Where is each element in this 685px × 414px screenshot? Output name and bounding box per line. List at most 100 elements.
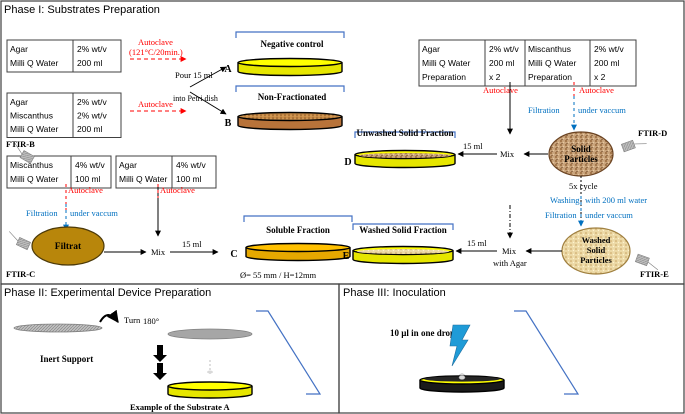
label-line: Particles <box>564 154 598 164</box>
table-cell-value: 2% wt/v <box>77 111 108 121</box>
plate-letter: E <box>343 251 350 262</box>
into-petri-label: into Petri dish <box>173 94 218 103</box>
plate-bracket <box>235 31 345 38</box>
table-cell-name: Miscanthus <box>10 160 53 170</box>
with-water-label: with 200 ml water <box>585 195 647 205</box>
table-cell-value: 200 ml <box>77 124 103 134</box>
ftir-b-arrow-icon <box>14 142 35 164</box>
mix-label-c: Mix <box>151 247 166 257</box>
table-cell-value: 2% wt/v <box>594 44 625 54</box>
ftir-d-arrow-icon <box>620 139 647 153</box>
phase3-panel <box>338 283 685 414</box>
autoclave-label-d: Autoclave <box>483 85 518 95</box>
autoclave-label-right: Autoclave <box>579 85 614 95</box>
autoclave-label-c: Autoclave <box>68 185 103 195</box>
under-vaccum-label-c: under vaccum <box>70 208 118 218</box>
table-cell-value: 2% wt/v <box>77 97 108 107</box>
plate-a: A Negative control <box>224 31 345 77</box>
table-cell-name: Milli Q Water <box>10 58 58 68</box>
falling-support-mini <box>207 370 213 374</box>
ml15-label-d: 15 ml <box>463 141 483 151</box>
table-frame <box>6 155 112 189</box>
plate-letter: A <box>224 64 232 75</box>
table-cell-name: Miscanthus <box>10 111 53 121</box>
label-line: Washed <box>582 235 611 245</box>
autoclave-condition: (121°C/20min.) <box>129 47 183 57</box>
label-line: Particles <box>580 255 612 265</box>
table-cell-value: 2% wt/v <box>77 44 108 54</box>
table-frame <box>115 155 217 189</box>
filtrat-ellipse <box>31 226 105 266</box>
mix-label-d: Mix <box>500 149 515 159</box>
plate-letter: B <box>225 118 232 129</box>
pour-arrow-a <box>189 66 227 88</box>
table-cell-value: 200 ml <box>77 58 103 68</box>
label-line: Solid <box>587 245 606 255</box>
table-cell-value: 100 ml <box>75 174 101 184</box>
plate-letter: D <box>344 157 351 168</box>
plate-title: Washed Solid Fraction <box>359 225 447 235</box>
table-cell-value: 100 ml <box>176 174 202 184</box>
table-cell-name: Milli Q Water <box>10 124 58 134</box>
plate-top <box>167 381 253 391</box>
example-substrate-label: Example of the Substrate A <box>130 402 231 412</box>
ftir-b-label: FTIR-B <box>6 139 35 149</box>
with-agar-label: with Agar <box>493 258 527 268</box>
plate-dimensions-label: Ø= 55 mm / H=12mm <box>240 270 317 280</box>
label-line: Filtrat <box>55 242 82 252</box>
autoclave-label-a: Autoclave <box>138 37 173 47</box>
plate-particles <box>359 153 451 158</box>
ftir-e-arrow-icon <box>634 253 659 271</box>
pour-arrow-b <box>189 91 227 115</box>
ml15-label-c: 15 ml <box>182 239 202 249</box>
turn-arrow-icon <box>99 309 119 323</box>
plate-bracket <box>235 85 345 92</box>
table-cell-value: 200 ml <box>594 58 620 68</box>
plate-bracket <box>354 131 456 138</box>
table-cell-value: x 2 <box>489 72 501 82</box>
table-cell-name: Preparation <box>422 72 466 82</box>
table-frame <box>6 39 122 73</box>
washing-label: Washing <box>550 195 580 205</box>
table-cell-name: Preparation <box>528 72 572 82</box>
mix-label-e: Mix <box>502 246 517 256</box>
filtrat-label: Filtrat <box>55 242 82 252</box>
autoclave-label-b: Autoclave <box>138 99 173 109</box>
plate-title: Negative control <box>260 39 324 49</box>
autoclave-label-agar: Autoclave <box>160 185 195 195</box>
label-line: Solid <box>571 144 591 154</box>
table-frame <box>6 92 122 138</box>
example-plate <box>167 381 253 399</box>
inoculation-bolt-icon <box>449 324 471 367</box>
cycle-label: 5x cycle <box>569 181 598 191</box>
table-cell-value: 4% wt/v <box>176 160 207 170</box>
plate-top <box>237 57 343 68</box>
table-cell-name: Milli Q Water <box>422 58 470 68</box>
phase1-title: Phase I: Substrates Preparation <box>4 4 160 16</box>
table-cell-name: Agar <box>119 160 137 170</box>
ml15-label-e: 15 ml <box>467 238 487 248</box>
phase3-bracket <box>514 310 580 395</box>
table-cell-value: x 2 <box>594 72 606 82</box>
filtration-label-right: Filtration <box>528 105 560 115</box>
turn-label: Turn <box>124 315 141 325</box>
plate-bracket <box>352 223 454 230</box>
inert-support-disc <box>13 323 103 333</box>
ftir-c-arrow-icon <box>9 231 31 251</box>
plate-top <box>245 242 351 253</box>
pour-label: Pour 15 ml <box>175 70 213 80</box>
table-frame <box>524 39 637 87</box>
table-cell-name: Milli Q Water <box>119 174 167 184</box>
table-cell-name: Agar <box>10 97 28 107</box>
plate-title: Soluble Fraction <box>266 225 330 235</box>
under-vaccum-label-e: under vaccum <box>585 210 633 220</box>
plate-bracket <box>243 215 353 222</box>
